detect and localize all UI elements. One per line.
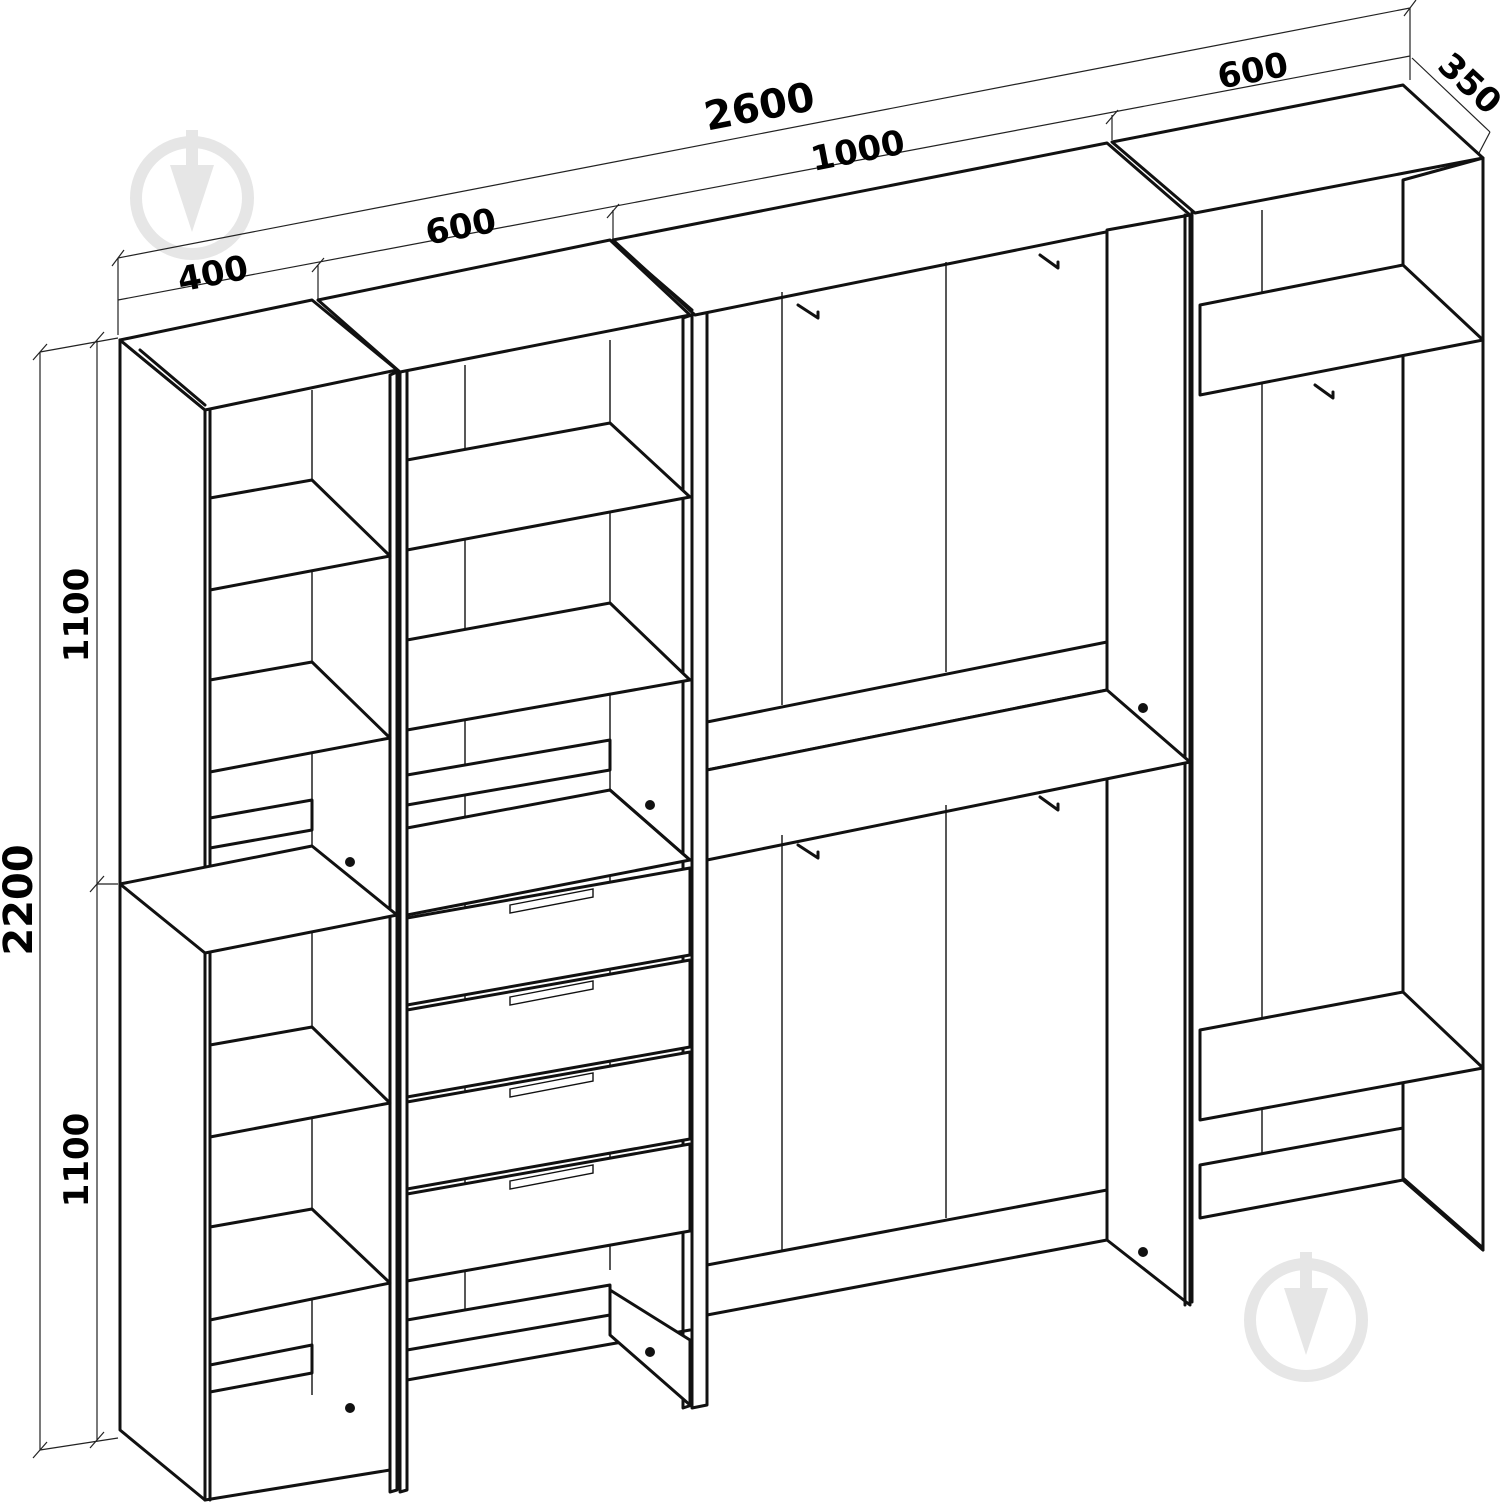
- dim-total-height: 2200: [0, 844, 42, 955]
- dim-section-600-right: 600: [1214, 45, 1291, 98]
- dim-total-width: 2600: [700, 74, 818, 140]
- watermark-logo-bottom-right: [1244, 1252, 1368, 1382]
- dim-depth: 350: [1430, 45, 1500, 123]
- dimension-lines: [32, 0, 1491, 1459]
- dim-lower-height: 1100: [57, 1113, 97, 1208]
- section-400-shelving: [118, 298, 399, 1502]
- section-600-hanging: [1110, 83, 1485, 1252]
- drawer-3: [405, 1050, 692, 1191]
- watermark-logo-top-left: [130, 130, 254, 260]
- drawer-1: [405, 866, 692, 1007]
- dim-section-600-left: 600: [422, 201, 499, 254]
- drawer-handle-1: [509, 888, 594, 914]
- drawer-handle-2: [509, 980, 594, 1006]
- dim-section-1000: 1000: [808, 123, 909, 180]
- hanging-rail-right: [1313, 383, 1335, 400]
- drawer-handle-4: [509, 1164, 594, 1190]
- section-600-drawers: [316, 238, 694, 1494]
- dim-upper-height: 1100: [57, 568, 97, 663]
- drawer-2: [405, 958, 692, 1099]
- hanging-rail-upper: [796, 303, 820, 320]
- section-1000-hanging: [611, 141, 1194, 1410]
- drawer-4: [405, 1142, 692, 1283]
- drawer-handle-3: [509, 1072, 594, 1098]
- hanging-rail-lower: [796, 843, 820, 860]
